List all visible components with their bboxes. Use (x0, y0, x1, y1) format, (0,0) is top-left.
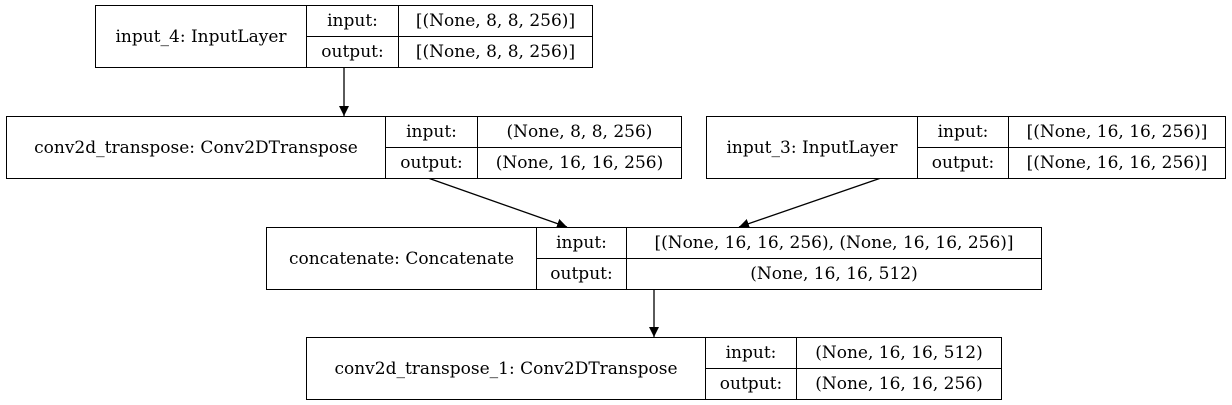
io-labels: input: output: (706, 338, 797, 399)
node-name: conv2d_transpose: Conv2DTranspose (7, 117, 386, 178)
input-label: input: (537, 228, 626, 259)
node-input-4: input_4: InputLayer input: output: [(Non… (95, 5, 593, 68)
output-label: output: (400, 153, 463, 173)
input-label: input: (307, 6, 398, 37)
output-shape: (None, 16, 16, 512) (750, 264, 918, 284)
io-labels: input: output: (537, 228, 627, 289)
io-labels: input: output: (918, 117, 1009, 178)
io-values: [(None, 8, 8, 256)] [(None, 8, 8, 256)] (399, 6, 592, 67)
output-shape: (None, 16, 16, 256) (495, 153, 664, 173)
input-shape: (None, 8, 8, 256) (478, 117, 681, 148)
output-label: output: (321, 42, 384, 62)
io-values: [(None, 16, 16, 256)] [(None, 16, 16, 25… (1009, 117, 1225, 178)
output-shape: [(None, 8, 8, 256)] (415, 42, 576, 62)
io-values: (None, 8, 8, 256) (None, 16, 16, 256) (478, 117, 681, 178)
input-label: input: (706, 338, 796, 369)
node-name: input_3: InputLayer (707, 117, 918, 178)
output-shape: [(None, 16, 16, 256)] (1026, 153, 1208, 173)
node-name: input_4: InputLayer (96, 6, 307, 67)
edge-conv2d-transpose-to-concatenate (427, 177, 568, 229)
output-shape: (None, 16, 16, 256) (815, 374, 983, 394)
node-conv2d-transpose: conv2d_transpose: Conv2DTranspose input:… (6, 116, 682, 179)
node-concatenate: concatenate: Concatenate input: output: … (266, 227, 1042, 290)
input-label: input: (918, 117, 1008, 148)
input-shape: [(None, 16, 16, 256), (None, 16, 16, 256… (627, 228, 1041, 259)
io-labels: input: output: (307, 6, 399, 67)
io-labels: input: output: (386, 117, 478, 178)
edge-input3-to-concatenate (738, 177, 882, 229)
node-conv2d-transpose-1: conv2d_transpose_1: Conv2DTranspose inpu… (306, 337, 1002, 400)
output-label: output: (550, 264, 613, 284)
node-name: concatenate: Concatenate (267, 228, 537, 289)
node-input-3: input_3: InputLayer input: output: [(Non… (706, 116, 1226, 179)
io-values: [(None, 16, 16, 256), (None, 16, 16, 256… (627, 228, 1041, 289)
input-shape: [(None, 16, 16, 256)] (1009, 117, 1225, 148)
output-label: output: (931, 153, 995, 173)
input-shape: (None, 16, 16, 512) (797, 338, 1001, 369)
io-values: (None, 16, 16, 512) (None, 16, 16, 256) (797, 338, 1001, 399)
node-name: conv2d_transpose_1: Conv2DTranspose (307, 338, 706, 399)
input-label: input: (386, 117, 477, 148)
input-shape: [(None, 8, 8, 256)] (399, 6, 592, 37)
output-label: output: (719, 374, 783, 394)
